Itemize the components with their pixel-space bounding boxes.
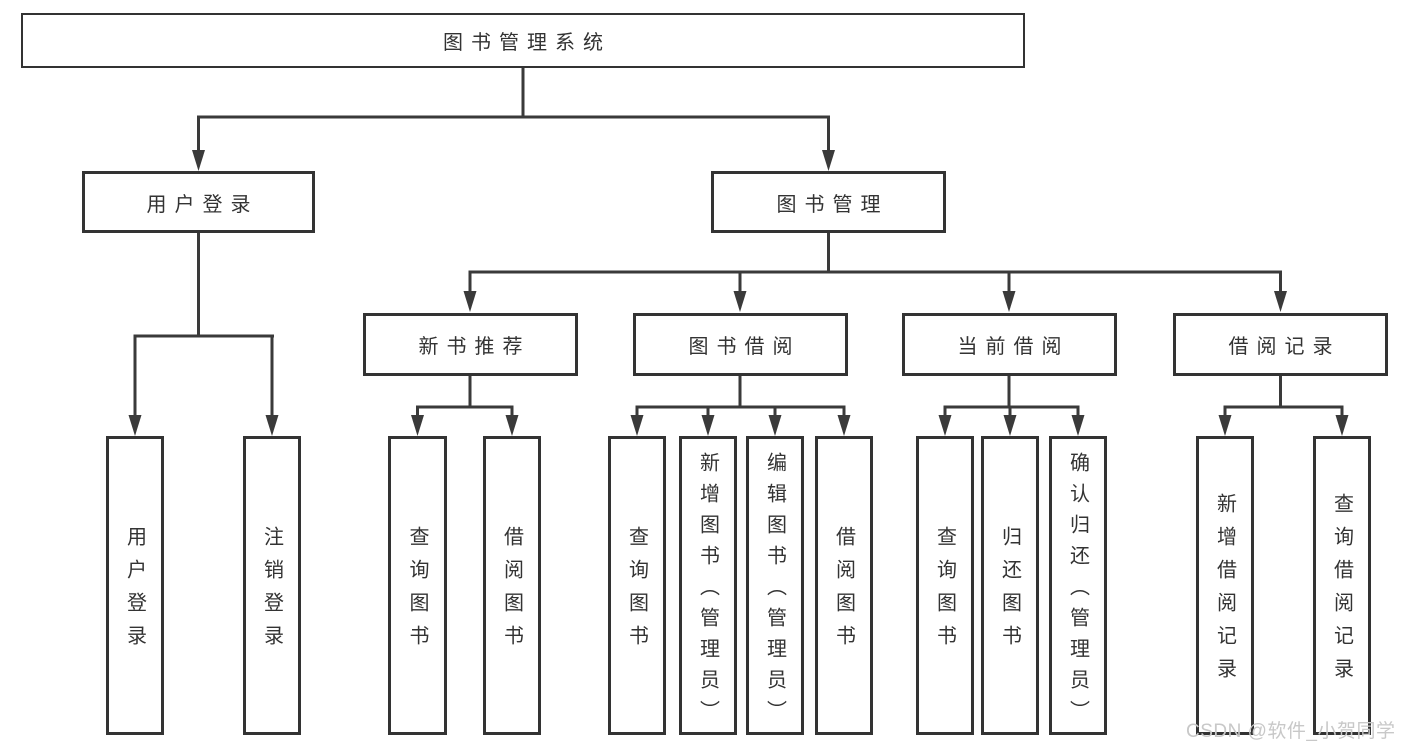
node-library-system: 图书管理系统 [21,13,1025,68]
node-new-book-recommend-label: 新书推荐 [418,336,531,358]
node-cb-confirm-return-admin: 确认归还（管理员） [1049,436,1107,735]
node-nb-query-books-label: 查询图书 [406,526,428,658]
node-leaf-user-login: 用户登录 [106,436,164,735]
node-leaf-logout: 注销登录 [243,436,301,735]
node-book-borrowing: 图书借阅 [633,313,848,376]
node-bb-add-books-admin: 新增图书（管理员） [679,436,737,735]
node-bb-edit-books-admin: 编辑图书（管理员） [746,436,804,735]
node-nb-query-books: 查询图书 [388,436,447,735]
node-current-borrowing: 当前借阅 [902,313,1117,376]
node-bb-borrow-books: 借阅图书 [815,436,873,735]
node-bb-edit-books-admin-label: 编辑图书（管理员） [763,451,786,731]
node-book-management: 图书管理 [711,171,946,233]
node-bb-add-books-admin-label: 新增图书（管理员） [696,451,719,731]
node-nb-borrow-books: 借阅图书 [483,436,541,735]
node-book-management-label: 图书管理 [776,193,889,216]
node-br-query-record: 查询借阅记录 [1313,436,1371,735]
node-bb-query-books-label: 查询图书 [625,526,648,658]
node-cb-return-books: 归还图书 [981,436,1039,735]
csdn-watermark: CSDN @软件_小贺同学 [1186,721,1396,742]
node-new-book-recommend: 新书推荐 [363,313,578,376]
node-cb-query-books-label: 查询图书 [933,526,956,658]
node-borrow-records-label: 借阅记录 [1228,336,1341,358]
node-nb-borrow-books-label: 借阅图书 [500,526,523,658]
node-leaf-user-login-label: 用户登录 [123,526,146,658]
node-book-borrowing-label: 图书借阅 [688,336,801,358]
node-user-login: 用户登录 [82,171,315,233]
node-library-system-label: 图书管理系统 [443,32,611,54]
node-cb-query-books: 查询图书 [916,436,974,735]
node-br-add-record: 新增借阅记录 [1196,436,1254,735]
node-br-add-record-label: 新增借阅记录 [1213,493,1236,691]
node-bb-borrow-books-label: 借阅图书 [832,526,855,658]
node-borrow-records: 借阅记录 [1173,313,1388,376]
node-bb-query-books: 查询图书 [608,436,666,735]
node-user-login-label: 用户登录 [146,193,259,216]
node-br-query-record-label: 查询借阅记录 [1330,493,1353,691]
arrowheads [128,150,1349,436]
node-current-borrowing-label: 当前借阅 [957,336,1070,358]
node-cb-confirm-return-admin-label: 确认归还（管理员） [1066,451,1089,731]
node-cb-return-books-label: 归还图书 [998,526,1021,658]
node-leaf-logout-label: 注销登录 [260,526,283,658]
